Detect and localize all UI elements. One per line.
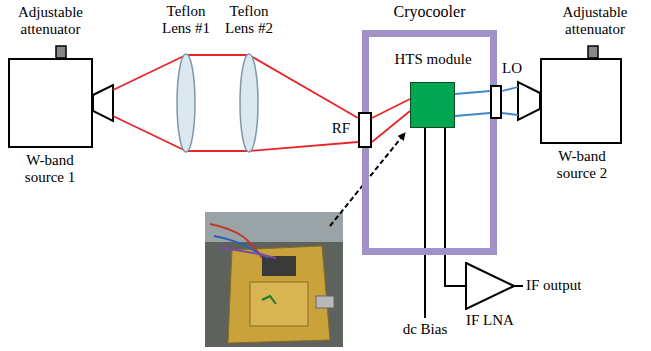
node-label: Teflon Lens #1 bbox=[156, 3, 216, 37]
teflon-lens-outline bbox=[176, 53, 196, 153]
output-wire bbox=[515, 285, 523, 287]
amplifier-triangle: IF LNA bbox=[465, 262, 515, 310]
node-label: LO bbox=[502, 60, 532, 77]
node-label: Teflon Lens #2 bbox=[219, 3, 279, 37]
node-label: Adjustable attenuator bbox=[3, 4, 98, 38]
source-box: Adjustable attenuatorW-band source 1 bbox=[8, 58, 93, 148]
amplifier-triangle-outline bbox=[465, 262, 515, 310]
node-label: W-band source 1 bbox=[10, 152, 90, 186]
node-label: HTS module bbox=[378, 51, 488, 68]
connector-line bbox=[113, 116, 186, 151]
connector-line bbox=[186, 150, 249, 152]
teflon-lens-path bbox=[240, 54, 258, 152]
module-photo bbox=[205, 212, 343, 347]
connector-line bbox=[249, 142, 358, 151]
attenuator-knob bbox=[56, 46, 66, 58]
node-label: Adjustable attenuator bbox=[545, 4, 645, 38]
attenuator-knob bbox=[588, 46, 598, 58]
connector-line bbox=[455, 91, 490, 94]
teflon-lens: Teflon Lens #2 bbox=[239, 53, 259, 153]
node-label: IF LNA bbox=[455, 312, 525, 329]
beam-path bbox=[502, 87, 518, 115]
node-label: W-band source 2 bbox=[542, 148, 622, 182]
teflon-lens: Teflon Lens #1 bbox=[176, 53, 196, 153]
connector-line bbox=[372, 111, 410, 142]
beam-path bbox=[455, 91, 490, 116]
hts-module: HTS module bbox=[410, 82, 455, 128]
beam-path bbox=[372, 99, 410, 142]
connector-line bbox=[113, 55, 186, 90]
beam-path bbox=[249, 55, 358, 151]
teflon-lens-path bbox=[177, 54, 195, 152]
lo-window: LO bbox=[490, 85, 502, 119]
connector-line bbox=[455, 113, 490, 116]
rf-window: RF bbox=[358, 112, 372, 148]
signal-name: dc Bias bbox=[395, 321, 455, 338]
bias-wire bbox=[424, 128, 426, 318]
connector-line bbox=[502, 113, 518, 115]
node-label: Cryocooler bbox=[362, 3, 497, 20]
signal-wire bbox=[445, 128, 465, 286]
source-box: Adjustable attenuatorW-band source 2 bbox=[540, 58, 622, 144]
cryocooler-box: CryocoolerHTS module bbox=[362, 30, 497, 255]
signal-name: IF output bbox=[526, 277, 646, 294]
connector-line bbox=[249, 55, 358, 118]
teflon-lens-outline bbox=[239, 53, 259, 153]
amplifier-triangle-path bbox=[466, 263, 514, 309]
horn-antenna bbox=[93, 85, 113, 121]
connector-line bbox=[445, 128, 465, 286]
node-label: RF bbox=[324, 120, 350, 137]
horn-antenna bbox=[518, 82, 540, 120]
connector-line bbox=[502, 87, 518, 91]
beam-path bbox=[113, 55, 186, 151]
connector-line bbox=[186, 54, 249, 56]
